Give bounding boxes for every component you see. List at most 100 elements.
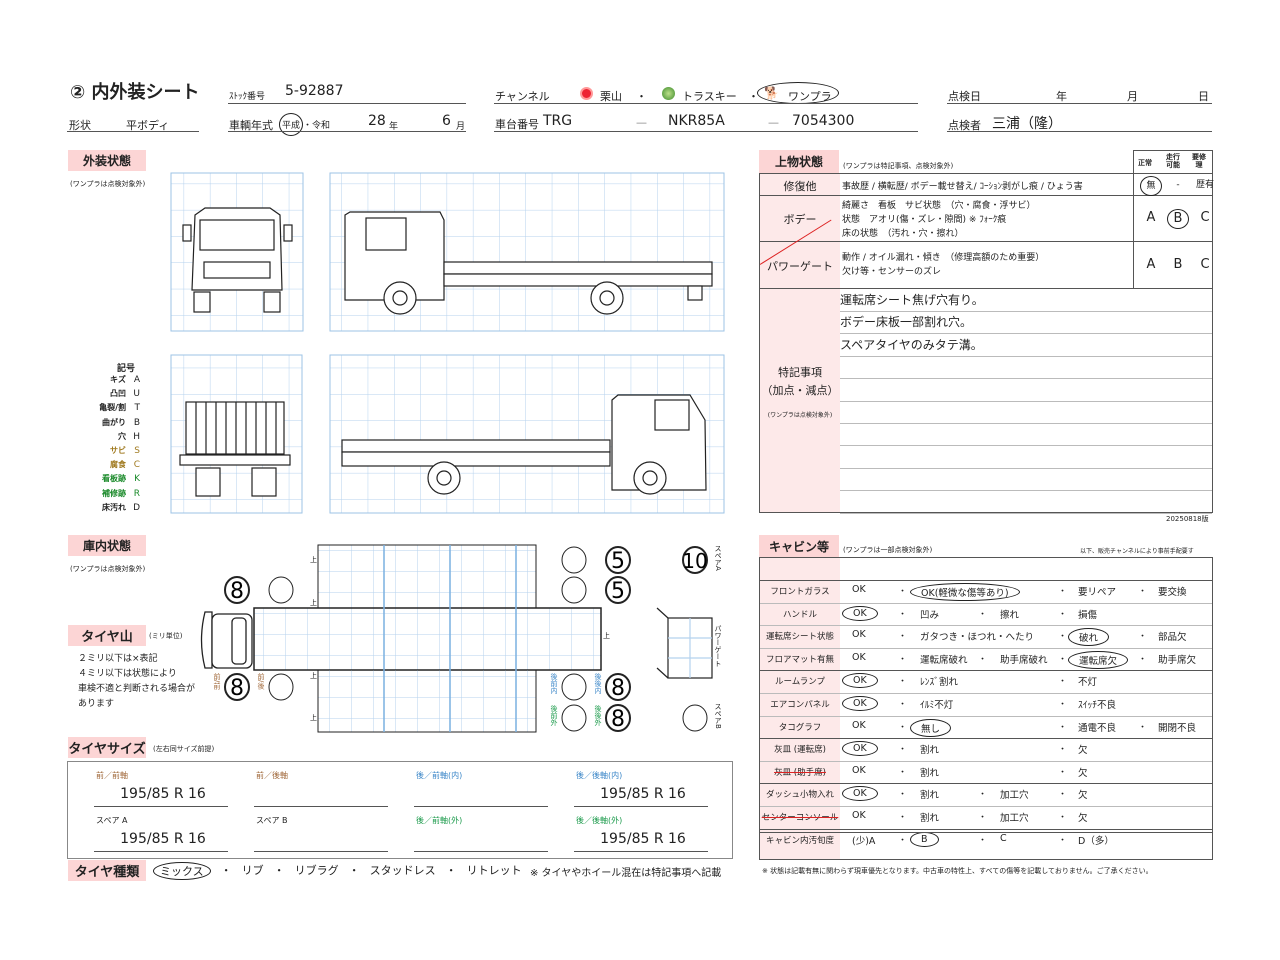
pos-front-front: 前/前 (213, 673, 221, 690)
era-heisei-selected: 平成 (279, 113, 304, 136)
tire-size-value: 195/85 R 16 (600, 831, 686, 847)
cabin-row-label: 運転席シート状態 (765, 632, 834, 643)
cabin-option: 欠 (1078, 790, 1088, 802)
rating-option: B (1167, 209, 1189, 229)
tire-size-position: スペア A (96, 816, 128, 825)
cabin-option: 要交換 (1158, 587, 1187, 598)
dash: — (636, 116, 647, 129)
rating-option: C (1200, 210, 1210, 225)
rating-option: B (1173, 256, 1183, 272)
channel-label: チャンネル (495, 90, 550, 103)
row-divider (760, 828, 1212, 830)
chassis-label: 車台番号 (495, 118, 539, 131)
cabin-option: OK (852, 629, 866, 641)
stock-number: 5-92887 (285, 83, 344, 99)
truski-logo-icon (662, 87, 675, 100)
cabin-row-label: センターコンソール (761, 813, 839, 823)
cabin-option: 凹み (920, 609, 940, 621)
row-divider (760, 693, 1212, 694)
cabin-option: OK (842, 741, 878, 757)
tread-depth-label: タイヤ山 (68, 625, 146, 646)
legend-code: A (133, 375, 140, 385)
tire-tread-value: 8 (230, 579, 244, 604)
legend-code: B (133, 417, 140, 428)
page-title: ② 内外装シート (70, 82, 200, 103)
channel-truski: トラスキー (682, 90, 737, 103)
tread-note: ４ミリ以下は状態により (78, 669, 177, 679)
tire-size-underline (94, 806, 228, 807)
cabin-option: 助手席欠 (1158, 654, 1197, 666)
cabin-option: OK (842, 673, 878, 689)
legend-title: 記号 (117, 364, 136, 374)
cabin-row-label: エアコンパネル (770, 700, 830, 710)
cabin-row-label: ダッシュ小物入れ (765, 790, 834, 801)
cabin-option: OK (852, 584, 866, 595)
rating-option: 歴有 (1195, 179, 1214, 190)
up-marker: 上 (310, 671, 317, 680)
separator-dot: ・ (273, 864, 285, 877)
cabin-row-label: キャビン内汚旬度 (765, 835, 834, 846)
cabin-row-label: タコグラフ (778, 722, 822, 733)
tread-note: 車検不適と判断される場合が (78, 684, 196, 694)
channel-wanpura: ワンプラ (788, 90, 832, 103)
body-row-desc: 綺麗さ 看板 サビ状態 （穴・腐食・浮サビ） (842, 201, 1036, 211)
tire-type-option: リブ (241, 864, 264, 877)
separator-dot: ・ (978, 790, 988, 801)
body-row-desc: 状態 アオリ(傷・ズレ・隙間) ※ ﾌｫｰｸ痕 (842, 215, 1007, 225)
cabin-option: 欠 (1078, 745, 1088, 757)
tire-circle (561, 704, 587, 732)
cabin-row-label: 灰皿 (助手席) (774, 767, 826, 778)
legend-name: 曲がり (102, 417, 126, 427)
tire-type-options: ミックス・リブ・リブラグ・スタッドレス・リトレット (153, 862, 522, 880)
cabin-option: ｲﾙﾐ不灯 (920, 700, 954, 711)
inspect-date-label: 点検日 (948, 90, 981, 103)
tire-circle (561, 673, 587, 701)
cabin-option: ガタつき・ほつれ・へたり (920, 632, 1035, 644)
cabin-option: 助手席破れ (1000, 654, 1048, 666)
dash: — (768, 116, 779, 129)
separator-dot: ・ (1058, 722, 1068, 733)
cabin-option: 損傷 (1078, 609, 1098, 621)
separator-dot: ・ (898, 677, 908, 688)
tire-size-underline (574, 806, 708, 807)
year-unit: 年 (389, 122, 399, 132)
tire-circle (224, 673, 250, 701)
tire-type-option: スタッドレス (369, 864, 436, 877)
cabin-option: 通電不良 (1078, 722, 1117, 734)
tire-size-underline (414, 851, 548, 852)
cabin-option: (少)A (852, 835, 876, 847)
tire-size-position: スペア B (256, 816, 288, 825)
tire-tread-value: 8 (230, 676, 244, 701)
remark-line (840, 378, 1212, 380)
separator-dot: ・ (978, 835, 988, 846)
tire-circle (268, 576, 294, 604)
separator-dot: ・ (1058, 745, 1068, 756)
legend-name: 穴 (118, 431, 126, 441)
legend-code: R (133, 488, 140, 499)
cabin-option: 不灯 (1078, 677, 1098, 689)
exterior-diagrams (170, 172, 725, 514)
remark-line (840, 355, 1212, 357)
cabin-option: C (1000, 832, 1007, 844)
row-divider (760, 806, 1212, 807)
legend-code: U (133, 389, 140, 400)
chassis-number: 7054300 (792, 113, 855, 129)
tire-tread-value: 8 (611, 676, 625, 701)
truck-right-drawing (341, 394, 707, 495)
legend-code: K (134, 474, 140, 485)
pos-rear-front-in: 後前内 (550, 673, 558, 694)
rating-header: 正常 走行可能 要修理 (1133, 150, 1213, 174)
cabin-option: OK (852, 810, 866, 821)
rating-col-divider (1133, 174, 1134, 288)
legend-name: サビ (110, 446, 126, 455)
cabin-row-label: フロントガラス (770, 587, 830, 597)
legend-name: 亀裂/割 (99, 403, 126, 413)
cabin-option: 割れ (920, 767, 940, 779)
row-divider (760, 738, 1212, 740)
body-row-desc: 動作 / オイル漏れ・傾き （修理高額のため重要） (842, 253, 1045, 263)
tire-size-position: 後／後軸(外) (576, 816, 623, 825)
cabin-option: 欠 (1078, 813, 1088, 824)
up-marker: 上 (603, 631, 610, 640)
